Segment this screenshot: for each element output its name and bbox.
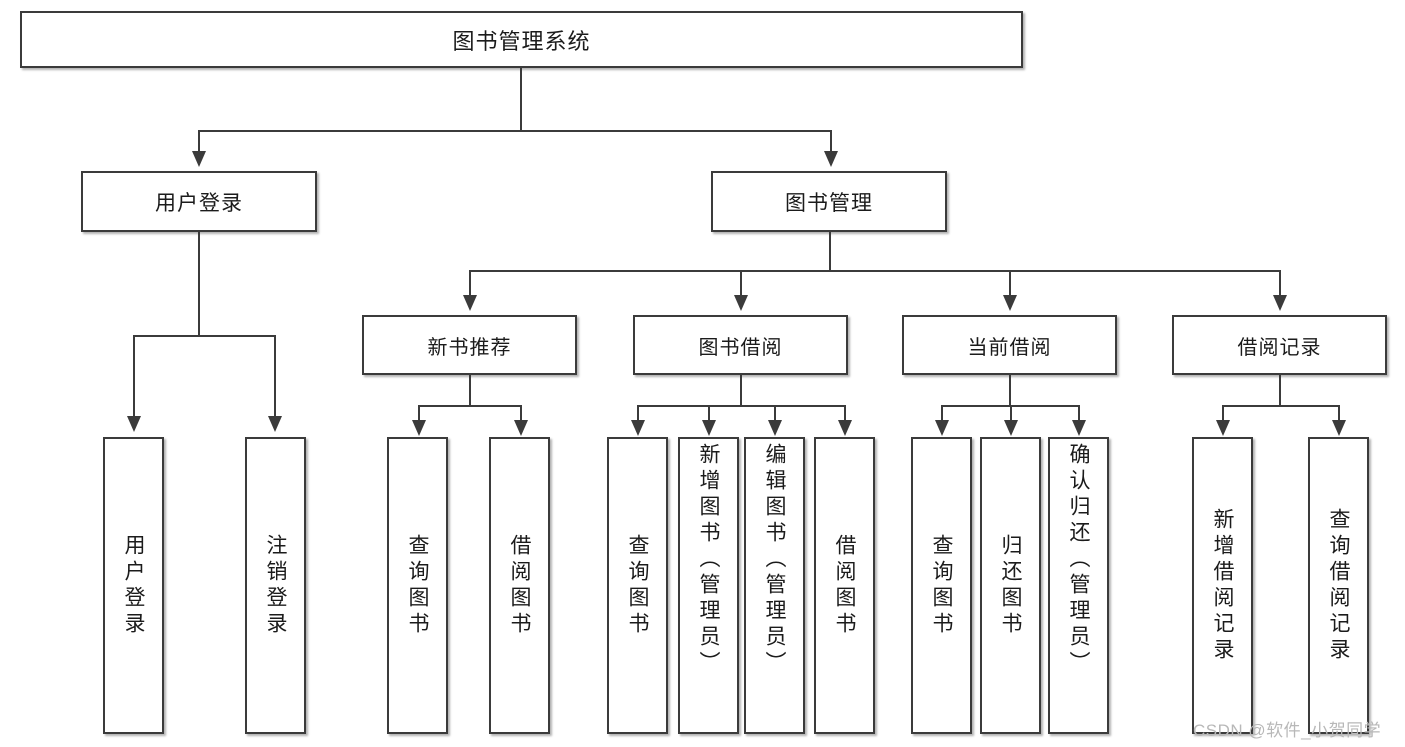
leaf-user-login[interactable]: 用户登录 [103,437,164,734]
node-label: 用户登录 [122,533,145,638]
connector-tier2-drop-right [830,130,832,152]
arrowhead-to-leaf-add-book [702,420,716,436]
node-label: 新增借阅记录 [1211,507,1234,664]
node-label: 用户登录 [155,191,243,215]
arrowhead-to-book-borrow [734,295,748,311]
node-label: 确认归还（管理员） [1067,443,1090,677]
connector-tier2-bus [198,130,832,132]
leaf-query-book-recommend[interactable]: 查询图书 [387,437,448,734]
node-label: 归还图书 [999,533,1022,638]
arrowhead-to-leaf-return-book [1004,420,1018,436]
node-label: 图书管理系统 [452,28,591,54]
node-label: 新书推荐 [427,336,512,359]
arrowhead-to-leaf-borrow-book-2 [838,420,852,436]
node-label: 图书管理 [785,191,873,215]
leaf-add-borrow-record[interactable]: 新增借阅记录 [1192,437,1253,734]
connector-borrow-record-drop-1 [1222,405,1224,421]
node-label: 查询图书 [406,533,429,638]
connector-new-book-bus [418,405,521,407]
node-label: 图书借阅 [698,336,783,359]
connector-user-login-drop-2 [274,335,276,417]
connector-tier3-drop-2 [740,270,742,296]
connector-book-borrow-stem [740,375,742,406]
arrowhead-to-new-book-recommend [463,295,477,311]
connector-current-borrow-bus [941,405,1078,407]
node-label: 查询借阅记录 [1327,507,1350,664]
connector-current-borrow-drop-3 [1078,405,1080,421]
connector-root-stem [520,68,522,131]
leaf-logout[interactable]: 注销登录 [245,437,306,734]
node-book-borrow[interactable]: 图书借阅 [633,315,848,375]
connector-book-borrow-drop-2 [708,405,710,421]
leaf-query-book-borrow[interactable]: 查询图书 [607,437,668,734]
connector-tier3-drop-3 [1009,270,1011,296]
arrowhead-to-user-login [192,151,206,167]
node-label: 查询图书 [930,533,953,638]
arrowhead-to-leaf-add-record [1216,420,1230,436]
arrowhead-to-leaf-borrow-book-1 [514,420,528,436]
leaf-borrow-book-recommend[interactable]: 借阅图书 [489,437,550,734]
arrowhead-to-borrow-record [1273,295,1287,311]
leaf-confirm-return-admin[interactable]: 确认归还（管理员） [1048,437,1109,734]
node-user-login[interactable]: 用户登录 [81,171,317,232]
connector-new-book-stem [469,375,471,406]
node-new-book-recommend[interactable]: 新书推荐 [362,315,577,375]
node-label: 借阅图书 [508,533,531,638]
node-label: 注销登录 [264,533,287,638]
node-current-borrow[interactable]: 当前借阅 [902,315,1117,375]
connector-user-login-drop-1 [133,335,135,417]
arrowhead-to-leaf-confirm-return [1072,420,1086,436]
connector-tier3-drop-4 [1279,270,1281,296]
connector-book-borrow-bus [637,405,845,407]
node-label: 新增图书（管理员） [697,443,720,677]
connector-borrow-record-drop-2 [1338,405,1340,421]
connector-book-borrow-drop-1 [637,405,639,421]
node-root-book-management-system[interactable]: 图书管理系统 [20,11,1023,68]
connector-user-login-stem [198,232,200,336]
connector-book-management-stem [829,232,831,271]
leaf-return-book[interactable]: 归还图书 [980,437,1041,734]
leaf-borrow-book[interactable]: 借阅图书 [814,437,875,734]
connector-new-book-drop-2 [520,405,522,421]
arrowhead-to-leaf-query-record [1332,420,1346,436]
connector-borrow-record-stem [1279,375,1281,406]
connector-book-borrow-drop-4 [844,405,846,421]
arrowhead-to-leaf-edit-book [768,420,782,436]
node-label: 编辑图书（管理员） [763,443,786,677]
arrowhead-to-leaf-user-login [127,416,141,432]
leaf-query-book-current[interactable]: 查询图书 [911,437,972,734]
connector-current-borrow-stem [1009,375,1011,406]
leaf-query-borrow-record[interactable]: 查询借阅记录 [1308,437,1369,734]
node-label: 当前借阅 [967,336,1052,359]
connector-new-book-drop-1 [418,405,420,421]
node-book-management[interactable]: 图书管理 [711,171,947,232]
arrowhead-to-leaf-logout [268,416,282,432]
connector-borrow-record-bus [1222,405,1339,407]
node-label: 借阅图书 [833,533,856,638]
connector-tier3-drop-1 [469,270,471,296]
leaf-add-book-admin[interactable]: 新增图书（管理员） [678,437,739,734]
connector-current-borrow-drop-2 [1010,405,1012,421]
node-label: 查询图书 [626,533,649,638]
connector-tier2-drop-left [198,130,200,152]
connector-user-login-bus [133,335,274,337]
arrowhead-to-leaf-query-book-1 [412,420,426,436]
arrowhead-to-book-management [824,151,838,167]
connector-current-borrow-drop-1 [941,405,943,421]
arrowhead-to-leaf-query-book-2 [631,420,645,436]
node-borrow-record[interactable]: 借阅记录 [1172,315,1387,375]
connector-tier3-bus [469,270,1281,272]
leaf-edit-book-admin[interactable]: 编辑图书（管理员） [744,437,805,734]
connector-book-borrow-drop-3 [774,405,776,421]
node-label: 借阅记录 [1237,336,1322,359]
arrowhead-to-current-borrow [1003,295,1017,311]
arrowhead-to-leaf-query-book-3 [935,420,949,436]
